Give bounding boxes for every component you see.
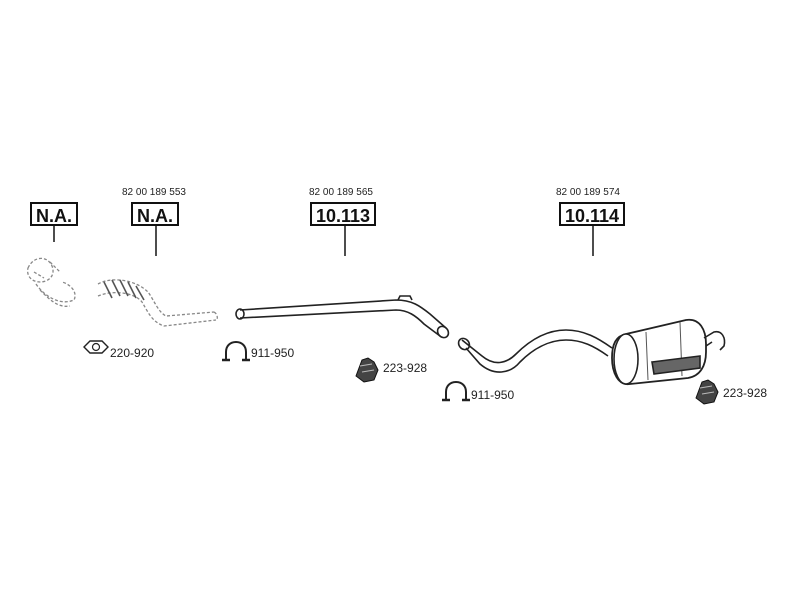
clamp-icon[interactable] bbox=[222, 340, 250, 362]
ref-box-3[interactable]: 10.113 bbox=[310, 202, 376, 226]
accessory-code-1: 220-920 bbox=[110, 346, 155, 360]
accessory-code-5: 223-928 bbox=[723, 386, 768, 400]
manifold-part[interactable] bbox=[26, 257, 76, 307]
accessory-code-3: 223-928 bbox=[383, 361, 428, 375]
oem-number-4: 82 00 189 574 bbox=[556, 187, 620, 198]
accessory-code-4: 911-950 bbox=[471, 388, 515, 402]
front-pipe-part[interactable] bbox=[97, 279, 218, 327]
gasket-icon[interactable] bbox=[83, 340, 109, 354]
ref-box-2[interactable]: N.A. bbox=[131, 202, 179, 226]
rubber-mount-icon-2[interactable] bbox=[695, 379, 719, 405]
ref-box-1[interactable]: N.A. bbox=[30, 202, 78, 226]
oem-number-2: 82 00 189 553 bbox=[122, 187, 186, 198]
leader-lines bbox=[53, 226, 594, 256]
rubber-mount-icon[interactable] bbox=[355, 357, 379, 383]
clamp-icon-2[interactable] bbox=[442, 380, 470, 402]
accessory-code-2: 911-950 bbox=[251, 346, 295, 360]
oem-number-3: 82 00 189 565 bbox=[309, 187, 373, 198]
intermediate-pipe-part[interactable] bbox=[235, 295, 451, 340]
rear-silencer-part[interactable] bbox=[456, 318, 726, 385]
ref-box-4[interactable]: 10.114 bbox=[559, 202, 625, 226]
